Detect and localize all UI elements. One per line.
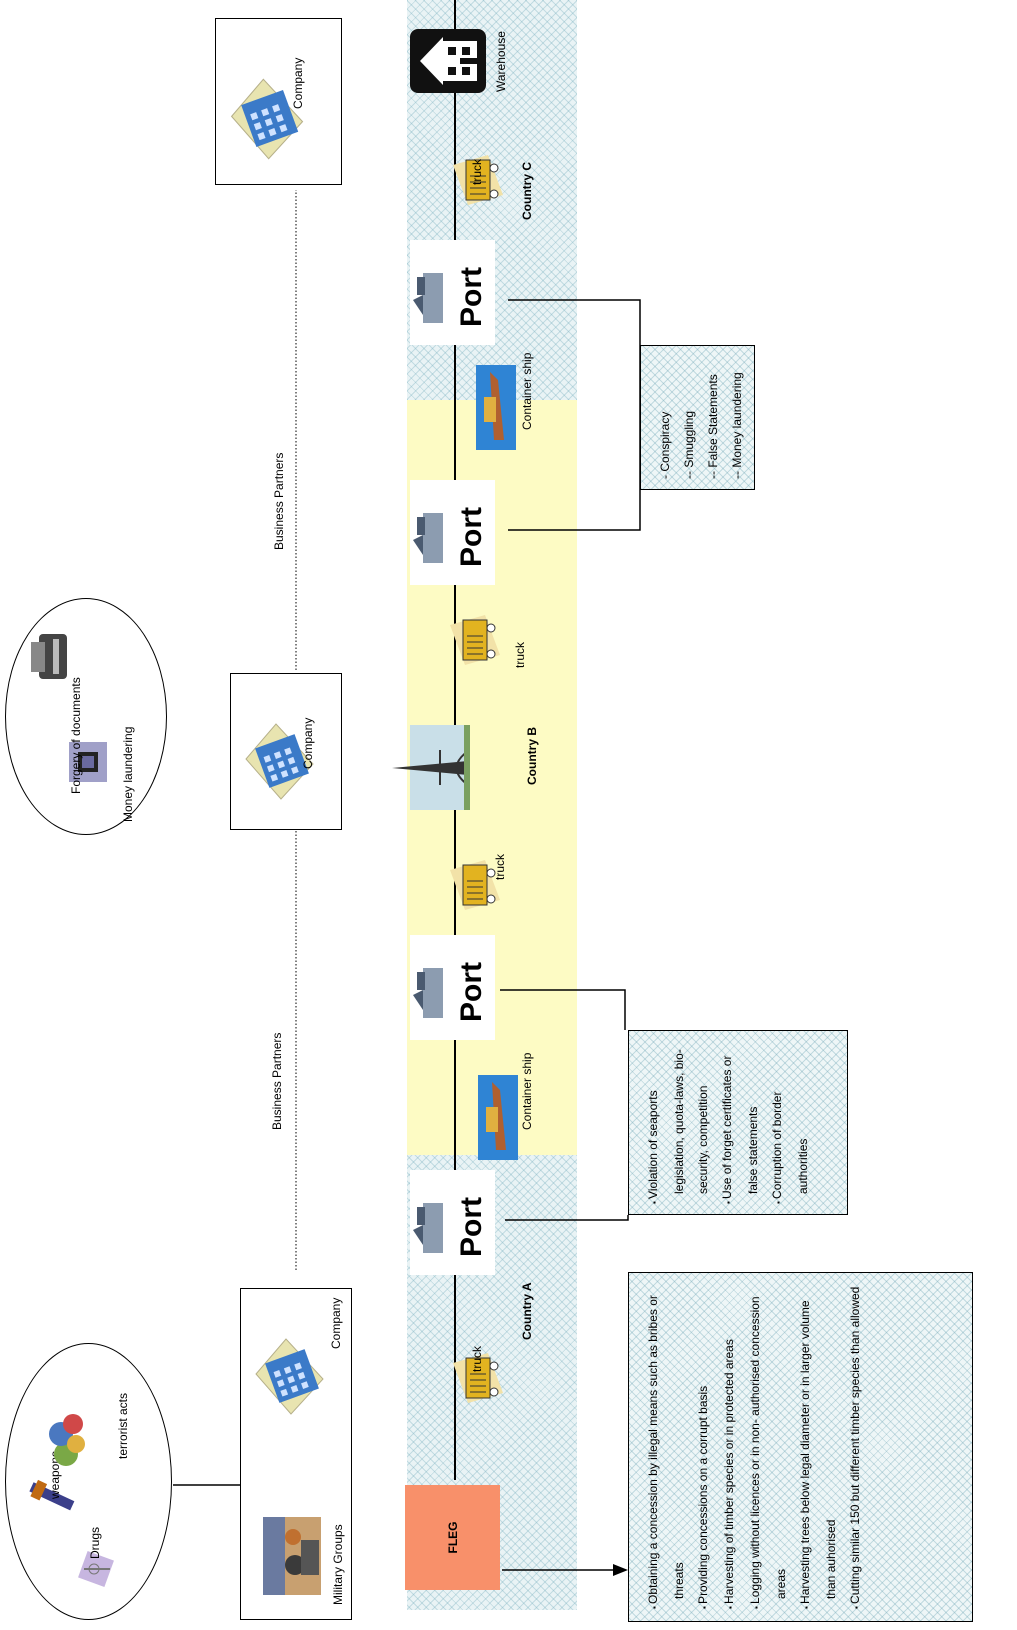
fleg-box: FLEG [405,1485,500,1590]
truck-icon [453,1353,503,1403]
company-building-icon [245,723,314,800]
truck-icon [453,155,503,205]
port-issues-list: Violation of seaports legislation, quota… [641,1041,815,1204]
truck-b1-label: truck [493,853,507,880]
port-icon [413,513,443,563]
truck-a-label: truck [470,1345,484,1372]
truck-b2-label: truck [513,641,527,668]
truck-c-label: truck [470,158,484,185]
fleg-issue-item: Logging without licences or in non- auth… [743,1285,793,1609]
company-building-icon [255,1338,324,1415]
truck-icon [450,860,500,910]
fleg-issue-item: Providing concessions on a corrupt basis [691,1285,717,1609]
warehouse-icon [410,29,486,93]
business-partners-2: Business Partners [272,452,286,550]
port-2-label: Port [455,962,488,1022]
crimes-list: - Conspiracy -- Smuggling -- False State… [653,356,749,479]
port-1: Port [410,1170,495,1275]
company-right-box: Company [215,18,342,185]
company-middle-box: Company [230,673,342,830]
container-ship-1-label: Container ship [520,1052,534,1130]
fleg-issue-item: Cutting similar 150 but different timber… [843,1285,869,1609]
container-ship-icon [478,1075,518,1160]
money-laundering-label: Money laundering [121,726,135,822]
eiffel-tower-icon [392,725,470,810]
forgery-label: Forgery of documents [69,677,83,794]
drugs-label: Drugs [88,1526,102,1559]
port-icon [413,968,443,1018]
money-laundering-icon [69,742,107,782]
company-military-box: Military Groups Company [240,1288,352,1620]
terrorist-icon [49,1414,85,1466]
crime-item: -- False Statements [706,374,720,479]
warehouse-label: Warehouse [494,31,508,92]
country-b-label: Country B [525,727,539,785]
fleg-label: FLEG [445,1521,460,1554]
fleg-issue-item: Harvesting of timber species or in prote… [717,1285,743,1609]
crime-item: -- Smuggling [682,410,696,479]
port-issue-item: Violation of seaports legislation, quota… [641,1041,715,1204]
port-1-label: Port [455,1197,488,1257]
port-icon [413,1203,443,1253]
company-building-icon [230,78,304,160]
crimes-box: - Conspiracy -- Smuggling -- False State… [640,345,755,490]
fleg-issues-list: Obtaining a concession by illegal means … [641,1285,869,1609]
truck-a: truck [448,1345,508,1408]
port-2: Port [410,935,495,1040]
company-middle-label: Company [301,717,315,769]
fleg-issue-item: Obtaining a concession by illegal means … [641,1285,691,1609]
fleg-issues-box: Obtaining a concession by illegal means … [628,1272,973,1622]
port-icon [413,273,443,323]
fleg-issue-item: Harvesting trees below legal diameter or… [793,1285,843,1609]
military-groups-label: Military Groups [331,1524,345,1605]
company-right-label: Company [291,57,305,109]
crimes-oval: Money laundering Forgery of documents [5,598,167,835]
port-3-label: Port [455,507,488,567]
port-issue-item: Corruption of border authorities [765,1041,815,1204]
port-issues-box: Violation of seaports legislation, quota… [628,1030,848,1215]
port-4: Port [410,240,495,345]
business-partners-1: Business Partners [270,1032,284,1130]
port-3: Port [410,480,495,585]
terrorist-label: terrorist acts [116,1392,130,1459]
container-ship-icon [476,365,516,450]
military-groups-icon [263,1517,321,1595]
truck-b2: truck [445,610,527,670]
crime-item: -- Money laundering [730,372,744,479]
truck-c: truck [448,150,508,210]
drugs-icon [78,1551,114,1587]
threats-oval: Drugs weapons terrorist acts [5,1343,172,1620]
port-4-label: Port [455,267,488,327]
container-ship-2-label: Container ship [520,352,534,430]
country-a-label: Country A [520,1282,534,1340]
company-left-label: Company [329,1297,343,1349]
crime-item: - Conspiracy [658,411,672,479]
weapons-icon [29,1479,75,1511]
truck-b1: truck [445,853,507,915]
forgery-icon [31,634,67,679]
truck-icon [450,615,500,665]
port-issue-item: Use of forget certificates or false stat… [715,1041,765,1204]
country-c-label: Country C [520,162,534,220]
